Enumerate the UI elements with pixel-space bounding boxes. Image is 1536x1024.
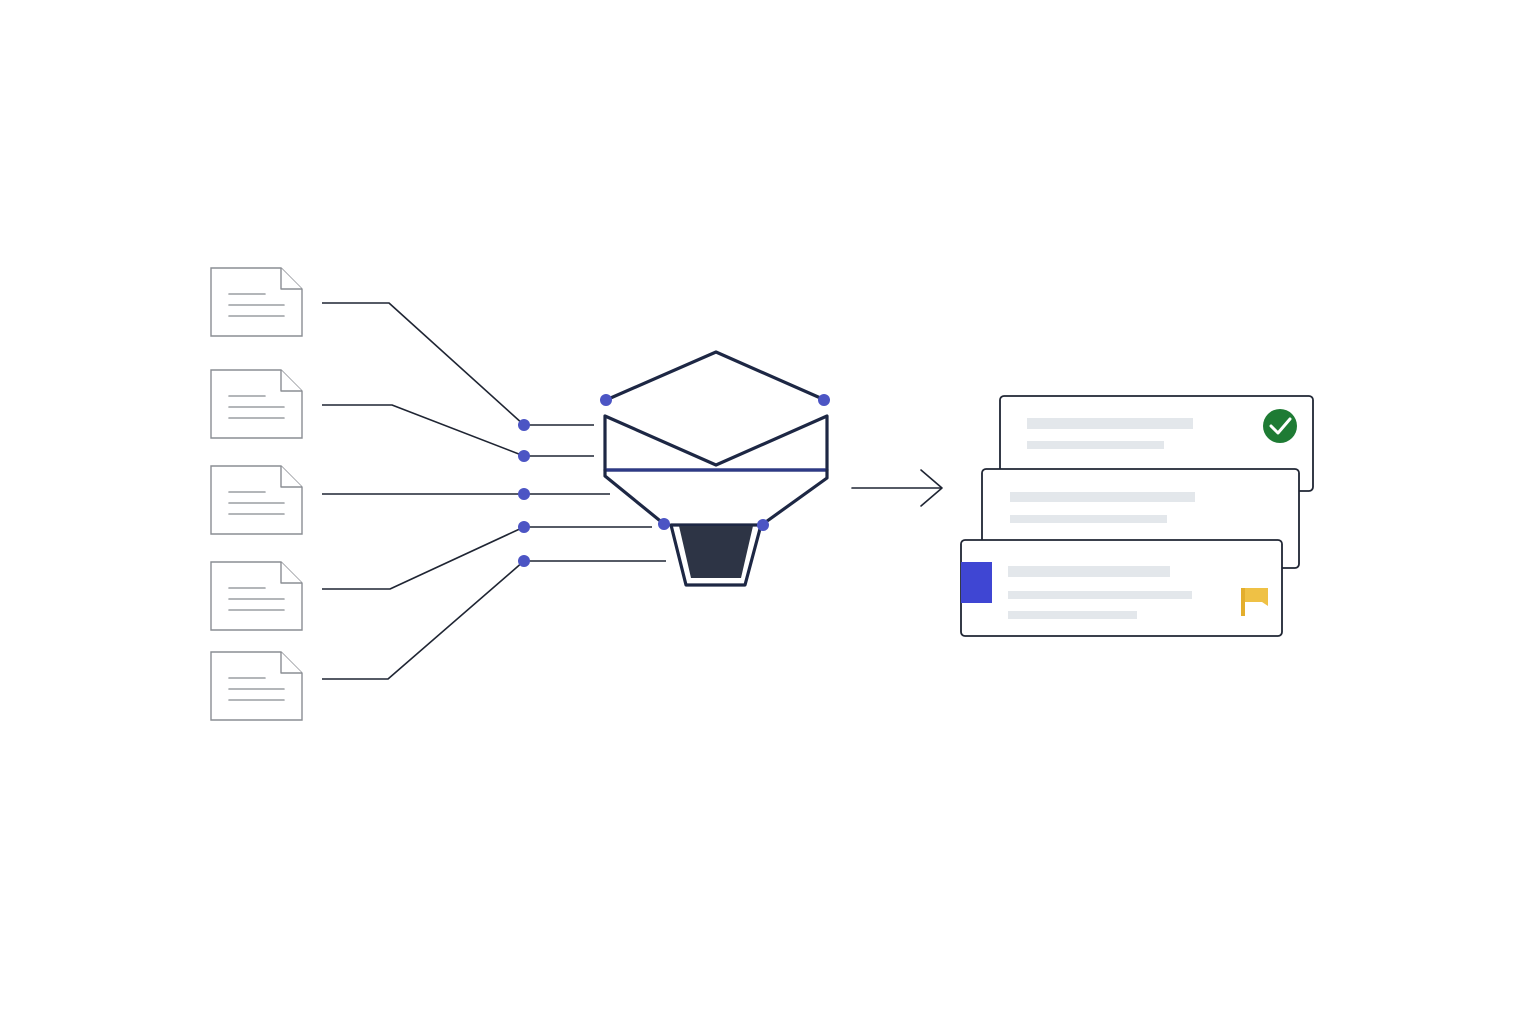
funnel-node	[757, 519, 769, 531]
funnel-top-roof	[604, 350, 827, 402]
color-block-icon	[961, 562, 992, 603]
funnel-spout-outline	[669, 523, 763, 587]
input-documents	[210, 267, 303, 721]
document-icon	[210, 267, 303, 337]
check-circle-icon	[1263, 409, 1297, 443]
document-icon	[210, 465, 303, 535]
connector-line	[322, 560, 666, 680]
funnel-cone	[603, 468, 666, 526]
funnel-spout	[679, 526, 753, 578]
output-card	[960, 539, 1283, 637]
funnel-node	[658, 518, 670, 530]
funnel-upper-box	[603, 414, 829, 472]
document-icon	[210, 561, 303, 631]
connector-dot	[518, 521, 530, 533]
input-connectors	[322, 302, 666, 680]
connector-dot	[518, 419, 530, 431]
funnel-icon	[600, 350, 830, 587]
connector-line	[322, 526, 652, 590]
connector-dot	[518, 555, 530, 567]
document-icon	[210, 651, 303, 721]
connector-dot	[518, 450, 530, 462]
document-icon	[210, 369, 303, 439]
funnel-cone	[761, 468, 829, 526]
funnel-node	[818, 394, 830, 406]
connector-line	[322, 404, 594, 457]
arrow-right-icon	[851, 469, 943, 507]
flag-icon	[1241, 588, 1268, 616]
funnel-node	[600, 394, 612, 406]
connector-line	[322, 302, 594, 426]
connector-dot	[518, 488, 530, 500]
output-cards	[960, 395, 1314, 637]
